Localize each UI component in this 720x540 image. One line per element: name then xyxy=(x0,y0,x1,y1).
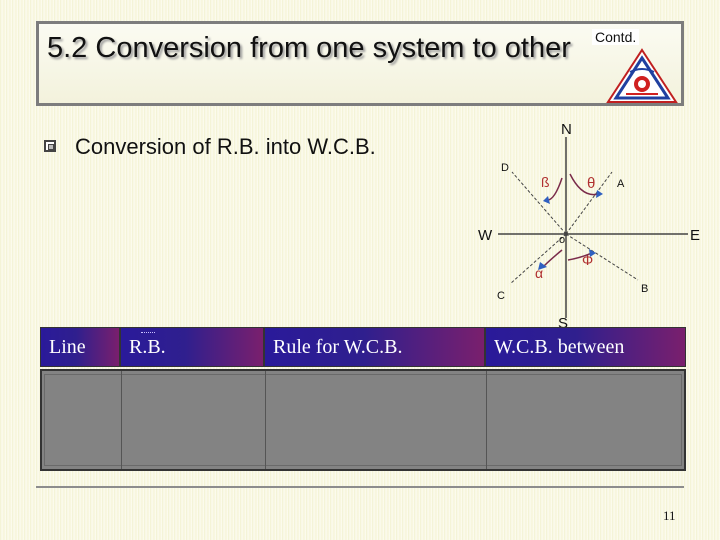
label-angle-phi: Φ xyxy=(582,252,593,268)
label-point-a: A xyxy=(617,178,625,190)
arrow-alpha xyxy=(538,262,547,270)
column-divider xyxy=(265,371,266,469)
column-divider xyxy=(486,371,487,469)
header-wcb-between: W.C.B. between xyxy=(485,327,686,367)
footer-divider xyxy=(36,486,684,488)
line-oa xyxy=(565,171,613,235)
bearing-diagram: N S E W o A B C D θ ß Φ α xyxy=(478,121,700,332)
header-rule-wcb: Rule for W.C.B. xyxy=(264,327,485,367)
label-point-c: C xyxy=(497,290,505,302)
table-body-inner xyxy=(44,374,682,466)
label-west: W xyxy=(478,227,493,244)
arc-theta xyxy=(569,173,599,196)
label-origin: o xyxy=(559,234,565,246)
label-angle-theta: θ xyxy=(587,175,595,192)
header-rb: R.B. xyxy=(120,327,264,367)
university-emblem-icon xyxy=(606,48,678,103)
column-divider xyxy=(121,371,122,469)
contd-label: Contd. xyxy=(592,29,640,45)
conversion-table: Line R.B. Rule for W.C.B. W.C.B. between xyxy=(40,327,686,471)
arrow-theta xyxy=(596,190,603,198)
table-body xyxy=(40,369,686,471)
bullet-icon xyxy=(44,140,56,152)
line-oc xyxy=(509,233,567,285)
label-angle-alpha: α xyxy=(535,265,543,281)
page-number: 11 xyxy=(663,508,676,523)
label-point-d: D xyxy=(501,162,509,174)
label-south: S xyxy=(558,315,568,332)
arc-alpha xyxy=(543,249,563,267)
arrow-phi xyxy=(589,249,596,257)
arrow-beta xyxy=(543,196,550,204)
label-east: E xyxy=(690,227,700,244)
title-box: 5.2 Conversion from one system to other … xyxy=(36,21,684,106)
bullet-text: Conversion of R.B. into W.C.B. xyxy=(75,134,376,159)
line-ob xyxy=(565,233,639,281)
header-line: Line xyxy=(40,327,120,367)
origin-point xyxy=(564,232,568,236)
label-north: N xyxy=(561,121,572,138)
label-angle-beta: ß xyxy=(541,174,550,190)
label-point-b: B xyxy=(641,283,648,295)
slide-title: 5.2 Conversion from one system to other xyxy=(47,32,571,64)
line-od xyxy=(511,171,567,235)
